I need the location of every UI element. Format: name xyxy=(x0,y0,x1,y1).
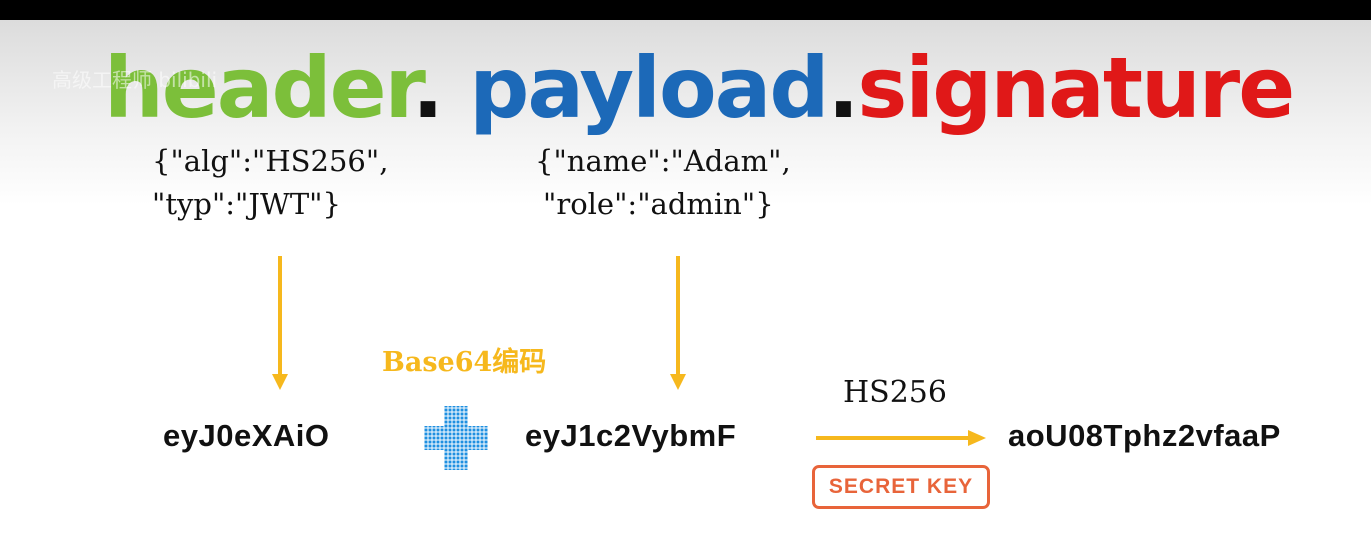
title-dot-2: . xyxy=(827,39,860,137)
diagram-graphics xyxy=(272,256,986,470)
header-json-line-2: "typ":"JWT"} xyxy=(152,187,341,221)
payload-json-line-1: {"name":"Adam", xyxy=(535,144,791,178)
title-dot-1: . xyxy=(412,39,444,137)
payload-token: eyJ1c2VybmF xyxy=(525,418,737,453)
header-down-arrow xyxy=(272,256,288,390)
payload-down-arrow xyxy=(670,256,686,390)
title-signature: signature xyxy=(857,39,1295,137)
header-json: {"alg":"HS256", "typ":"JWT"} xyxy=(152,140,388,226)
jwt-diagram: header. payload.signature 高级工程师 bilibili… xyxy=(0,20,1371,560)
plus-icon xyxy=(424,406,488,470)
header-json-line-1: {"alg":"HS256", xyxy=(152,144,389,178)
hs256-label: HS256 xyxy=(843,375,947,410)
base64-encoding-label: Base64编码 xyxy=(382,347,547,378)
payload-json-line-2: "role":"admin"} xyxy=(543,187,774,221)
secret-key-stamp: SECRET KEY xyxy=(812,465,990,509)
payload-json: {"name":"Adam", "role":"admin"} xyxy=(535,140,791,226)
header-token: eyJ0eXAiO xyxy=(163,418,330,453)
title-header: header xyxy=(104,39,414,137)
jwt-structure-title: header. payload.signature xyxy=(104,28,1366,148)
title-payload: payload xyxy=(469,39,829,137)
signature-token: aoU08Tphz2vfaaP xyxy=(1008,418,1281,453)
hs256-right-arrow xyxy=(816,430,986,446)
watermark: 高级工程师 bilibili xyxy=(52,68,218,92)
